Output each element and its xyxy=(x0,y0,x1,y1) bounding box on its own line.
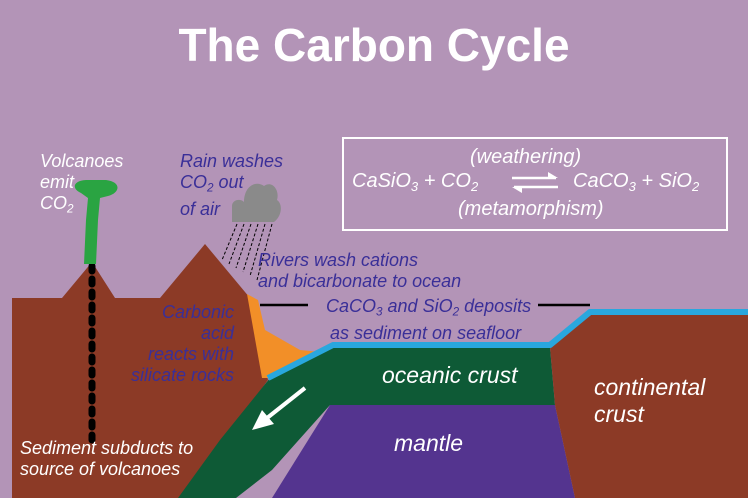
deposits-label: CaCO3 and SiO2 deposits as sediment on s… xyxy=(326,296,532,343)
equation-right-side: CaCO3 + SiO2 xyxy=(573,170,700,194)
rain-cloud-icon xyxy=(232,183,281,222)
rain-drops xyxy=(221,223,273,281)
subduction-arrow-head xyxy=(252,410,274,430)
volcano-plume xyxy=(74,180,118,264)
continental-crust xyxy=(550,313,748,498)
sediment-wedge xyxy=(247,294,320,378)
rain-label: Rain washes CO2 out of air xyxy=(180,151,284,219)
forward-arrow-head xyxy=(548,172,558,178)
left-landmass xyxy=(12,244,268,498)
equation-left-side: CaSiO3 + CO2 xyxy=(352,170,479,194)
equation-box xyxy=(342,137,728,231)
ocean-surface-line xyxy=(266,309,748,381)
page-title: The Carbon Cycle xyxy=(178,19,570,71)
continental-crust-label: continental crust xyxy=(594,374,706,427)
mantle-layer xyxy=(272,405,575,498)
volcanoes-label: Volcanoes emit CO2 xyxy=(40,151,124,216)
carbonic-acid-label: Carbonic acid reacts with silicate rocks xyxy=(130,302,234,385)
weathering-label: (weathering) xyxy=(470,146,582,168)
rivers-label: Rivers wash cations and bicarbonate to o… xyxy=(258,250,462,291)
subduction-arrow-shaft xyxy=(260,386,307,424)
sediment-subducts-label: Sediment subducts to source of volcanoes xyxy=(20,438,194,479)
mantle-label: mantle xyxy=(394,430,464,456)
oceanic-crust-slab xyxy=(178,347,555,498)
reverse-arrow-head xyxy=(512,187,522,193)
metamorphism-label: (metamorphism) xyxy=(458,198,604,220)
oceanic-crust-label: oceanic crust xyxy=(382,362,518,388)
